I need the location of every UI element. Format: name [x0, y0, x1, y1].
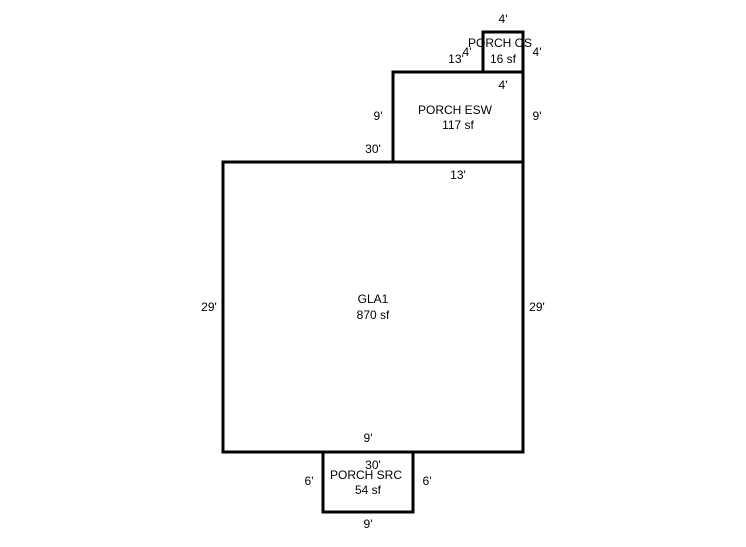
room-porch-src-outline	[321, 450, 415, 514]
room-porch-esw-dim-right: 9'	[533, 109, 542, 123]
room-porch-src-dim-top: 9'	[364, 431, 373, 445]
room-gla1-outline	[221, 160, 525, 454]
room-porch-os-area: 16 sf	[490, 52, 517, 66]
room-porch-os-name: PORCH OS	[468, 36, 532, 50]
room-gla1: GLA1 870 sf 30' 30' 29' 29'	[201, 142, 545, 472]
room-porch-esw: PORCH ESW 117 sf 13' 13' 9' 9'	[374, 52, 542, 182]
room-porch-esw-area: 117 sf	[442, 118, 474, 132]
room-porch-os: PORCH OS 16 sf 4' 4' 4' 4'	[463, 12, 542, 92]
room-porch-esw-name: PORCH ESW	[418, 103, 493, 117]
room-porch-os-dim-bottom: 4'	[499, 78, 508, 92]
room-porch-esw-outline	[391, 70, 525, 164]
room-porch-esw-dim-bottom: 13'	[450, 168, 466, 182]
room-porch-esw-dim-left: 9'	[374, 109, 383, 123]
room-gla1-dim-right: 29'	[529, 300, 545, 314]
room-porch-os-dim-right: 4'	[533, 45, 542, 59]
room-porch-src-name: PORCH SRC	[330, 468, 402, 482]
room-porch-src-area: 54 sf	[355, 483, 382, 497]
room-gla1-name: GLA1	[358, 292, 389, 306]
room-porch-esw-dim-top: 13'	[448, 52, 464, 66]
room-porch-os-outline	[481, 30, 525, 74]
room-porch-src-dim-bottom: 9'	[364, 517, 373, 531]
room-gla1-dim-left: 29'	[201, 300, 217, 314]
room-gla1-area: 870 sf	[357, 308, 390, 322]
room-gla1-dim-bottom: 30'	[365, 458, 381, 472]
room-porch-src-dim-right: 6'	[423, 474, 432, 488]
room-porch-os-dim-left: 4'	[463, 45, 472, 59]
room-porch-src: PORCH SRC 54 sf 9' 9' 6' 6'	[305, 431, 432, 531]
room-porch-src-dim-left: 6'	[305, 474, 314, 488]
room-gla1-dim-top: 30'	[365, 142, 381, 156]
room-porch-os-dim-top: 4'	[499, 12, 508, 26]
